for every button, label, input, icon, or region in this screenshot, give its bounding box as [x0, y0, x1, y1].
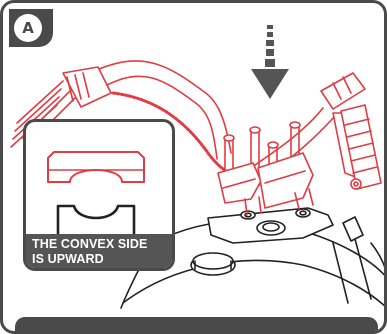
step-label: A [14, 14, 42, 42]
clamp-detail-inset: THE CONVEX SIDE IS UPWARD [23, 119, 175, 271]
clamp-orientation-diagram [47, 151, 145, 234]
callout-line-2: IS UPWARD [32, 252, 104, 266]
footer-bar [15, 317, 378, 331]
callout-line-1: THE CONVEX SIDE [32, 237, 148, 251]
handlebar-illustration [10, 25, 384, 309]
down-arrow-icon [251, 25, 289, 99]
orientation-callout: THE CONVEX SIDE IS UPWARD [26, 234, 172, 268]
step-badge: A [9, 9, 53, 47]
